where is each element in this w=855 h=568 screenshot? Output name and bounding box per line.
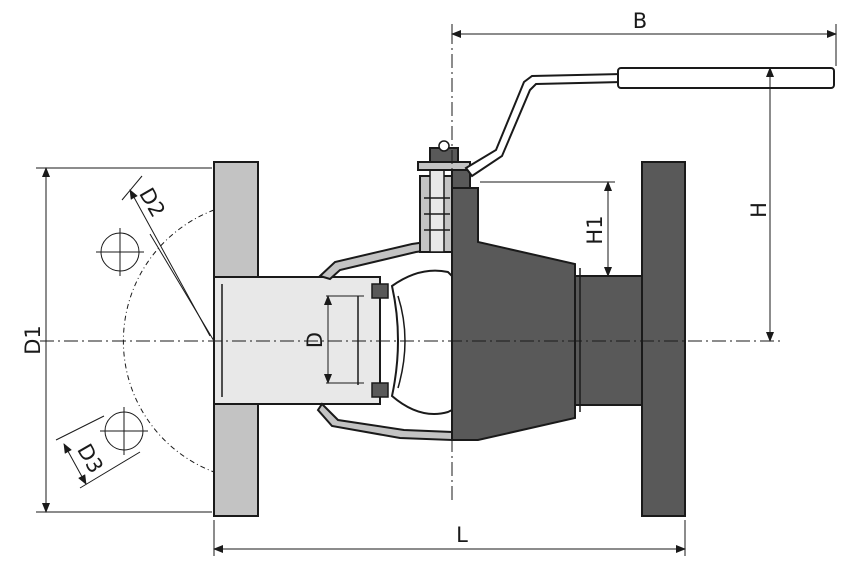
bolt-circle-arc <box>122 209 215 473</box>
left-flange-lower <box>213 403 259 517</box>
dimension-D2: D2 <box>121 175 215 342</box>
handle-grip <box>617 67 835 89</box>
center-lines <box>40 30 780 500</box>
stem-washer <box>417 161 471 171</box>
handle-lever <box>464 67 835 178</box>
ball-section <box>390 269 453 415</box>
stem <box>429 169 445 253</box>
bolt-circle-view <box>96 209 215 473</box>
valve-body-right <box>451 161 686 517</box>
label-D2: D2 <box>134 184 170 222</box>
dimension-H: H <box>747 67 780 342</box>
right-flange <box>641 161 686 517</box>
label-D3: D3 <box>72 440 108 478</box>
right-neck <box>574 275 643 406</box>
handle-bar <box>464 72 623 178</box>
valve-body-left <box>213 140 471 517</box>
dimension-B: B <box>451 9 837 66</box>
dimension-D1: D1 <box>21 167 212 513</box>
upper-seat-ring <box>371 283 389 299</box>
nut-cap <box>438 140 450 152</box>
dimension-L: L <box>213 520 686 556</box>
dimension-D: D <box>303 295 364 384</box>
label-H1: H1 <box>583 215 607 244</box>
label-L: L <box>456 523 468 547</box>
left-flange-upper <box>213 161 259 278</box>
stem-seals <box>424 197 450 231</box>
label-H: H <box>747 202 771 218</box>
dimension-H1: H1 <box>480 181 615 277</box>
label-D: D <box>303 332 327 348</box>
label-D1: D1 <box>21 325 45 355</box>
right-body-cone <box>451 187 576 441</box>
dimension-D3: D3 <box>55 415 141 489</box>
label-B: B <box>633 9 647 33</box>
lower-seat-ring <box>371 382 389 398</box>
